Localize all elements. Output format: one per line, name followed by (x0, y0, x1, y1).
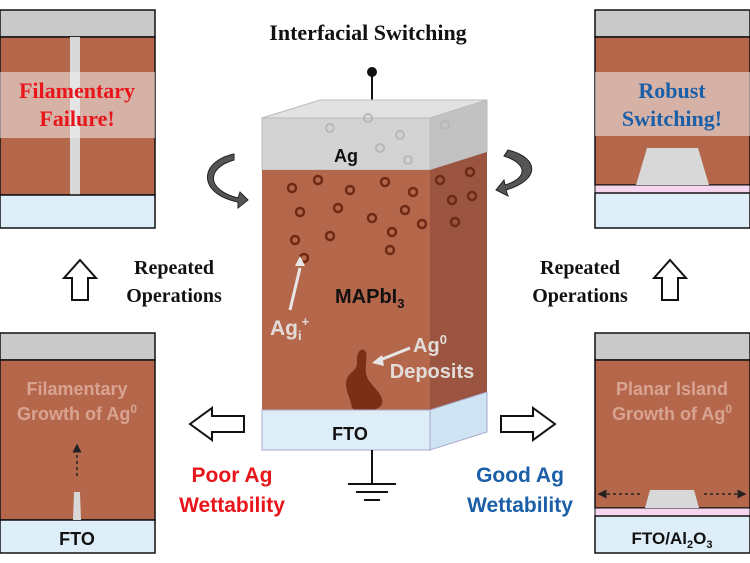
panel-planar-island-growth: Planar Island Growth of Ag0 FTO/Al2O3 (594, 332, 750, 554)
ag-ion-cloud (286, 166, 478, 264)
deposit-pointer-arrow (379, 346, 411, 362)
deposit-label-2: Deposits (390, 361, 474, 383)
robust-text-2: Switching! (622, 106, 722, 131)
good-wettability-text-1: Good Ag (476, 464, 564, 487)
left-repeated-text-2: Operations (126, 285, 222, 307)
rotate-right-icon (495, 149, 533, 197)
panel-robust-switching: Robust Switching! (594, 9, 750, 229)
filament-growth-text-1: Filamentary (26, 379, 127, 399)
rotate-left-icon (207, 153, 249, 210)
right-repeated-text-1: Repeated (540, 257, 620, 279)
good-wettability-text-2: Wettability (467, 494, 573, 517)
left-repeated-text-1: Repeated (134, 257, 214, 279)
ag-electrode-label: Ag (334, 146, 358, 166)
center-device: Ag Agi+ MAPbI3 Ag0 Deposits (261, 67, 488, 501)
deposit-pointer-head (372, 355, 384, 366)
fto-front-face (261, 409, 431, 451)
right-up-arrow-icon (651, 258, 689, 301)
planar-growth-text-1: Planar Island (616, 379, 728, 399)
failure-text-2: Failure! (39, 106, 114, 131)
left-fto-label: FTO (59, 529, 95, 549)
ion-pointer-arrow (288, 267, 302, 311)
ion-label: Agi+ (270, 314, 310, 343)
fto-label: FTO (332, 424, 368, 444)
top-electrode-contact (367, 67, 377, 77)
left-arrow-icon (188, 406, 245, 442)
fto-side-face (429, 391, 488, 451)
ag-deposit-shape (346, 349, 383, 412)
filament-growth-text-2: Growth of Ag0 (17, 402, 137, 424)
panel-filamentary-growth: Filamentary Growth of Ag0 FTO (0, 332, 156, 554)
ag-ghost-ions (325, 113, 450, 165)
ion-pointer-head (295, 256, 305, 266)
ag-front-face (261, 117, 431, 171)
panel-filamentary-failure: Filamentary Failure! (0, 9, 156, 229)
poor-wettability-text-1: Poor Ag (192, 464, 273, 487)
perovskite-side-face (430, 152, 487, 410)
ground-icon (348, 483, 396, 501)
deposit-label: Ag0 (413, 332, 447, 357)
perovskite-label: MAPbI3 (335, 286, 404, 311)
right-arrow-icon (500, 406, 557, 442)
right-substrate-label: FTO/Al2O3 (632, 529, 713, 551)
planar-growth-text-2: Growth of Ag0 (612, 402, 732, 424)
left-up-arrow-icon (61, 258, 99, 301)
robust-text-1: Robust (638, 78, 706, 103)
failure-text-1: Filamentary (19, 78, 135, 103)
diagram-title: Interfacial Switching (269, 20, 466, 45)
poor-wettability-text-2: Wettability (179, 494, 285, 517)
right-repeated-text-2: Operations (532, 285, 628, 307)
